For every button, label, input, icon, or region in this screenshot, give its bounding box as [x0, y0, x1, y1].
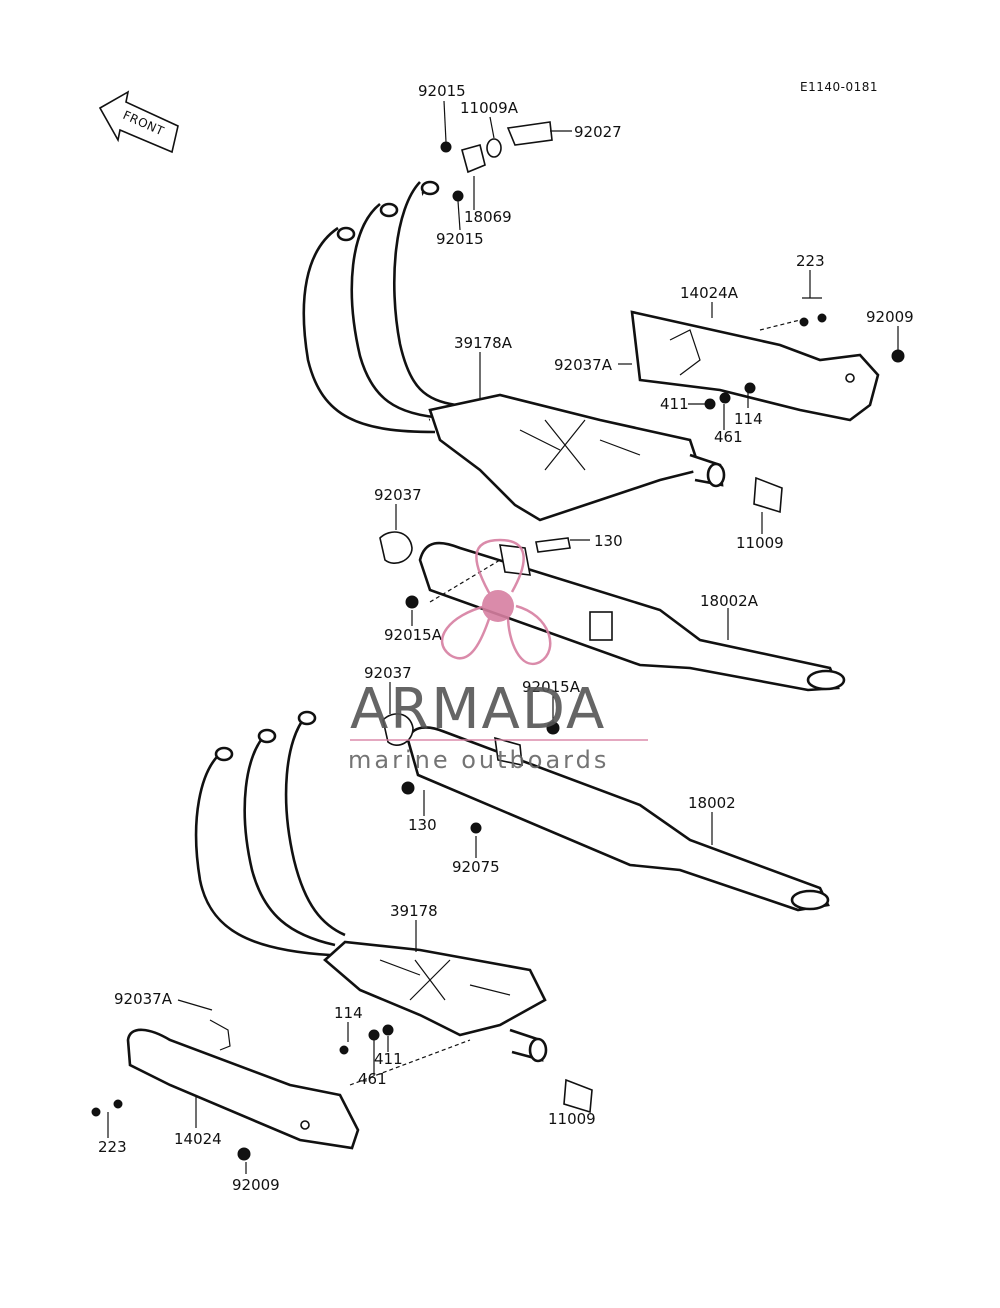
label-92009-top: 92009	[866, 308, 914, 326]
label-14024: 14024	[174, 1130, 222, 1148]
label-18002: 18002	[688, 794, 736, 812]
label-114-bottom: 114	[334, 1004, 363, 1022]
label-92037-mid: 92037	[364, 664, 412, 682]
label-39178: 39178	[390, 902, 438, 920]
front-arrow-icon: FRONT	[98, 90, 179, 154]
upper-collector-39178A	[428, 393, 726, 522]
lower-muffler-18002	[406, 726, 830, 912]
label-461-top: 461	[714, 428, 743, 446]
lower-collector-39178	[323, 940, 548, 1063]
label-92015A-right: 92015A	[522, 678, 581, 696]
label-18002A: 18002A	[700, 592, 759, 610]
label-92015-mid: 92015	[436, 230, 484, 248]
label-39178A: 39178A	[454, 334, 513, 352]
label-18069: 18069	[464, 208, 512, 226]
upper-header-pipes	[302, 180, 457, 434]
label-92009-bottom: 92009	[232, 1176, 280, 1194]
label-11009A: 11009A	[460, 99, 519, 117]
label-223-top: 223	[796, 252, 825, 270]
part-labels: 92015 11009A 92027 18069 92015 223 14024…	[98, 82, 914, 1194]
leader-lines	[107, 100, 899, 1174]
label-92027: 92027	[574, 123, 622, 141]
label-461-bottom: 461	[358, 1070, 387, 1088]
lower-header-pipes	[194, 710, 346, 957]
upper-muffler-18002A	[418, 541, 846, 692]
label-411-bottom: 411	[374, 1050, 403, 1068]
armada-watermark: ARMADA marine outboards	[348, 538, 648, 774]
label-130-top: 130	[594, 532, 623, 550]
fasteners	[91, 121, 905, 1161]
label-223-bottom: 223	[98, 1138, 127, 1156]
watermark-title: ARMADA	[350, 677, 606, 742]
label-92015-top: 92015	[418, 82, 466, 100]
label-92075: 92075	[452, 858, 500, 876]
label-14024A: 14024A	[680, 284, 739, 302]
label-92037A-bottom: 92037A	[114, 990, 173, 1008]
watermark-subtitle: marine outboards	[348, 746, 609, 774]
label-411-top: 411	[660, 395, 689, 413]
label-11009-bottom: 11009	[548, 1110, 596, 1128]
propeller-logo-icon	[440, 538, 552, 666]
label-92037A-top: 92037A	[554, 356, 613, 374]
label-114-top: 114	[734, 410, 763, 428]
diagram-code: E1140-0181	[800, 80, 878, 94]
label-92037-top: 92037	[374, 486, 422, 504]
label-130-mid: 130	[408, 816, 437, 834]
label-11009-top: 11009	[736, 534, 784, 552]
upper-heat-shield-14024A	[630, 310, 880, 422]
label-92015A-left: 92015A	[384, 626, 443, 644]
lower-heat-shield-14024	[126, 1028, 360, 1150]
